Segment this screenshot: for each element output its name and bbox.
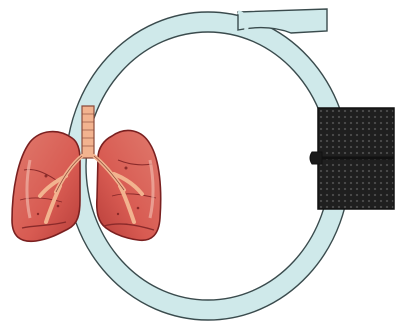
membrane-device-icon — [310, 108, 394, 209]
right-lung — [97, 130, 161, 240]
device-port — [310, 152, 322, 164]
